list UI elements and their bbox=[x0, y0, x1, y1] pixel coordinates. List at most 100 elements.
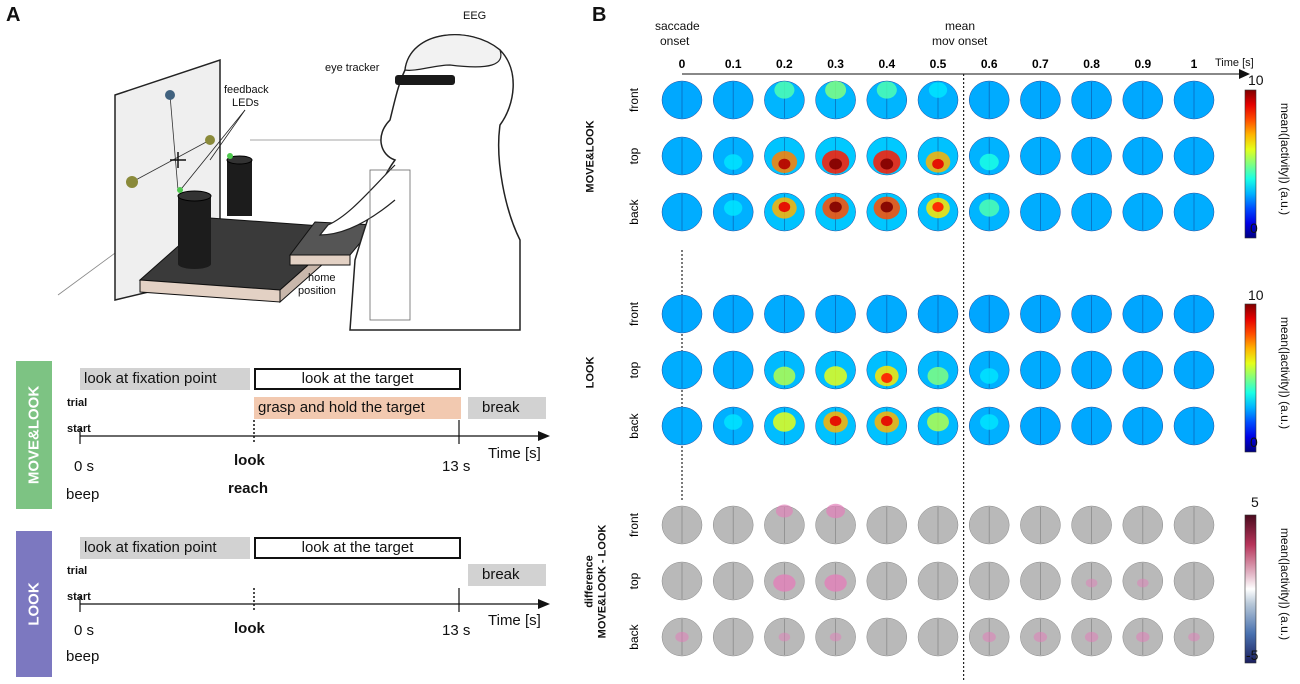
block-label-diff-2: MOVE&LOOK - LOOK bbox=[596, 524, 609, 639]
look-tab-label: LOOK bbox=[25, 582, 43, 626]
brain-map bbox=[764, 192, 805, 232]
brain-map bbox=[917, 350, 959, 390]
brain-map bbox=[661, 192, 703, 232]
brain-map bbox=[968, 136, 1010, 176]
brain-map bbox=[712, 192, 754, 232]
brain-map bbox=[661, 80, 703, 120]
brain-map bbox=[968, 505, 1010, 545]
row-label: top bbox=[627, 572, 641, 589]
brain-map bbox=[1071, 505, 1112, 545]
brain-map bbox=[1173, 406, 1215, 446]
feedback-label: feedback bbox=[224, 84, 269, 96]
block-label-look: LOOK bbox=[584, 356, 597, 389]
brain-map bbox=[1071, 136, 1112, 176]
brain-map bbox=[764, 350, 805, 390]
brain-map bbox=[968, 294, 1010, 334]
brain-map bbox=[866, 350, 908, 390]
brain-map bbox=[866, 561, 908, 601]
brain-map bbox=[661, 617, 703, 657]
time-tick: 0.6 bbox=[981, 57, 998, 71]
brain-map bbox=[1173, 350, 1215, 390]
brain-map bbox=[661, 136, 703, 176]
lk-time-label: Time [s] bbox=[488, 612, 541, 629]
brain-map bbox=[764, 136, 805, 176]
brain-map bbox=[968, 561, 1010, 601]
brain-map bbox=[917, 561, 959, 601]
brain-map bbox=[1122, 192, 1164, 232]
brain-map bbox=[815, 294, 856, 334]
block-label-diff-1: difference bbox=[583, 555, 596, 608]
brain-map bbox=[1020, 561, 1061, 601]
brain-map bbox=[968, 617, 1010, 657]
cylinder-far bbox=[227, 160, 252, 216]
block-label-move-look: MOVE&LOOK bbox=[584, 120, 597, 193]
brain-map bbox=[712, 350, 754, 390]
brain-map bbox=[1122, 406, 1164, 446]
mov-onset-label: mov onset bbox=[932, 34, 988, 48]
brain-map bbox=[1071, 617, 1112, 657]
brain-map bbox=[1020, 505, 1061, 545]
panel-a-letter: A bbox=[6, 4, 21, 26]
eye-tracker-glasses bbox=[395, 75, 455, 85]
brain-map bbox=[815, 503, 856, 545]
brain-map bbox=[1071, 294, 1112, 334]
brain-map bbox=[917, 294, 959, 334]
brain-map bbox=[917, 80, 959, 120]
brain-map bbox=[1173, 80, 1215, 120]
cb1-max: 10 bbox=[1248, 72, 1264, 88]
brain-map bbox=[1020, 80, 1061, 120]
lk-fixation-box: look at fixation point bbox=[80, 537, 250, 559]
cb3-label: mean(|activity|) (a.u.) bbox=[1278, 527, 1292, 641]
brain-map bbox=[866, 80, 908, 120]
brain-map bbox=[1020, 192, 1061, 232]
brain-map bbox=[968, 350, 1010, 390]
brain-map bbox=[764, 617, 805, 657]
ml-t13: 13 s bbox=[442, 458, 471, 475]
mean-label: mean bbox=[945, 19, 976, 33]
onset-label: onset bbox=[660, 34, 690, 48]
position-label: position bbox=[298, 285, 336, 297]
time-tick: 0.1 bbox=[725, 57, 742, 71]
brain-map bbox=[968, 192, 1010, 232]
eeg-label: EEG bbox=[463, 10, 487, 22]
brain-map bbox=[764, 406, 805, 446]
lk-t0: 0 s bbox=[74, 622, 95, 639]
cb3-max: 5 bbox=[1251, 494, 1259, 510]
time-tick: 0.7 bbox=[1032, 57, 1049, 71]
lk-t13: 13 s bbox=[442, 622, 471, 639]
brain-map bbox=[661, 406, 703, 446]
b-time-label: Time [s] bbox=[1215, 57, 1254, 69]
brain-map bbox=[1122, 505, 1164, 545]
led-top bbox=[165, 90, 175, 100]
brain-map bbox=[712, 136, 754, 176]
ml-break-box: break bbox=[468, 397, 546, 419]
brain-map bbox=[866, 617, 908, 657]
ml-beep: beep bbox=[66, 486, 100, 503]
brain-map bbox=[815, 192, 856, 232]
cb3-min: -5 bbox=[1246, 647, 1259, 663]
brain-map bbox=[764, 294, 805, 334]
brain-map bbox=[1020, 350, 1061, 390]
brain-map bbox=[866, 406, 908, 446]
ml-target-box: look at the target bbox=[254, 368, 461, 390]
time-tick: 1 bbox=[1191, 57, 1198, 71]
brain-map bbox=[712, 505, 754, 545]
brain-map bbox=[1122, 617, 1164, 657]
row-label: front bbox=[627, 301, 641, 326]
colorbar bbox=[1244, 303, 1257, 453]
brain-map bbox=[1020, 406, 1061, 446]
brain-map bbox=[815, 617, 856, 657]
brain-map bbox=[1122, 80, 1164, 120]
lk-trial-label: trial bbox=[67, 565, 88, 577]
ml-t0: 0 s bbox=[74, 458, 95, 475]
saccade-label: saccade bbox=[655, 19, 700, 33]
ml-fixation-box: look at fixation point bbox=[80, 368, 250, 390]
brain-map bbox=[1071, 350, 1112, 390]
look-tab: LOOK bbox=[16, 531, 52, 677]
brain-map bbox=[917, 617, 959, 657]
brain-map bbox=[661, 294, 703, 334]
setup-illustration bbox=[57, 33, 521, 331]
brain-map bbox=[968, 406, 1010, 446]
ml-time-axis bbox=[79, 420, 550, 444]
